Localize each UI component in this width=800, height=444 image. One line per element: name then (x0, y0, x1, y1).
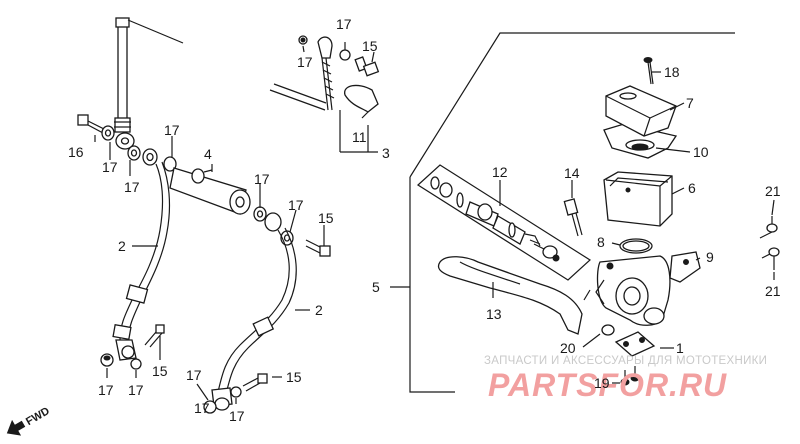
banjo-bolt-16 (77, 114, 105, 134)
master-cylinder-body (583, 255, 671, 326)
watermark: ЗАПЧАСТИ И АКСЕССУАРЫ ДЛЯ МОТОТЕХНИКИ PA… (484, 355, 767, 403)
label-9: 9 (706, 249, 714, 265)
label-2: 2 (315, 302, 323, 318)
label-8: 8 (597, 234, 605, 250)
leader-lines (94, 42, 775, 404)
bolt-15-mid (305, 239, 331, 257)
fwd-arrow-icon: FWD (6, 405, 52, 436)
piston-kit-12 (417, 164, 591, 281)
o-ring-8 (619, 238, 653, 254)
label-15: 15 (152, 363, 168, 379)
mirror-screw-21-lower (761, 247, 780, 270)
label-21: 21 (765, 283, 781, 299)
brake-lever-13 (437, 256, 583, 335)
sealing-washer (253, 206, 267, 222)
watermark-tagline: ЗАПЧАСТИ И АКСЕССУАРЫ ДЛЯ МОТОТЕХНИКИ (484, 355, 767, 367)
fwd-label: FWD (24, 405, 52, 428)
label-17: 17 (98, 382, 114, 398)
label-12: 12 (492, 164, 508, 180)
label-17: 17 (186, 367, 202, 383)
label-17: 17 (164, 122, 180, 138)
bolt-15-lower-right (242, 373, 268, 392)
label-17: 17 (254, 171, 270, 187)
label-18: 18 (664, 64, 680, 80)
washer (230, 386, 242, 398)
reservoir-6 (603, 171, 673, 227)
three-way-joint-4 (163, 156, 251, 215)
brake-switch-9 (669, 251, 701, 283)
label-14: 14 (564, 165, 580, 181)
label-17: 17 (124, 179, 140, 195)
washer (130, 358, 142, 370)
label-10: 10 (693, 144, 709, 160)
label-13: 13 (486, 306, 502, 322)
sealing-washer (101, 125, 115, 141)
label-6: 6 (688, 180, 696, 196)
brake-pipe-upper (114, 17, 184, 133)
bolt-15-lower-left (144, 324, 165, 348)
holder-1 (614, 331, 656, 357)
label-4: 4 (204, 146, 212, 162)
label-17: 17 (336, 16, 352, 32)
label-1: 1 (676, 340, 684, 356)
mirror-screw-21-upper (759, 216, 778, 239)
label-17: 17 (194, 400, 210, 416)
label-17: 17 (297, 54, 313, 70)
label-20: 20 (560, 340, 576, 356)
nut (100, 353, 114, 367)
brake-hose-left (112, 148, 171, 361)
label-2: 2 (118, 238, 126, 254)
holder-bolts-19 (620, 366, 640, 386)
label-21: 21 (765, 183, 781, 199)
banjo-fitting (264, 212, 282, 232)
label-3: 3 (382, 145, 390, 161)
sealing-washer (127, 145, 141, 161)
pivot-bolt-14 (563, 180, 583, 237)
label-5: 5 (372, 279, 380, 295)
label-17: 17 (128, 382, 144, 398)
label-7: 7 (686, 95, 694, 111)
brake-hose-right (211, 227, 297, 411)
cap-screw-18 (643, 57, 654, 85)
label-15: 15 (318, 210, 334, 226)
banjo-fitting (115, 132, 135, 150)
master-cylinder-group-frame (390, 32, 735, 393)
watermark-logo-text: PARTSFOR.RU (488, 367, 727, 403)
nut-20 (601, 324, 615, 336)
label-19: 19 (594, 375, 610, 391)
label-16: 16 (68, 144, 84, 160)
label-17: 17 (102, 159, 118, 175)
reservoir-cap-7 (605, 85, 677, 137)
nut (203, 400, 217, 414)
label-17: 17 (288, 197, 304, 213)
part-labels: 4 17 17 17 15 2 2 16 17 17 17 17 15 17 1… (68, 16, 781, 424)
label-15: 15 (286, 369, 302, 385)
label-11: 11 (352, 129, 367, 145)
label-17: 17 (229, 408, 245, 424)
label-15: 15 (362, 38, 378, 54)
